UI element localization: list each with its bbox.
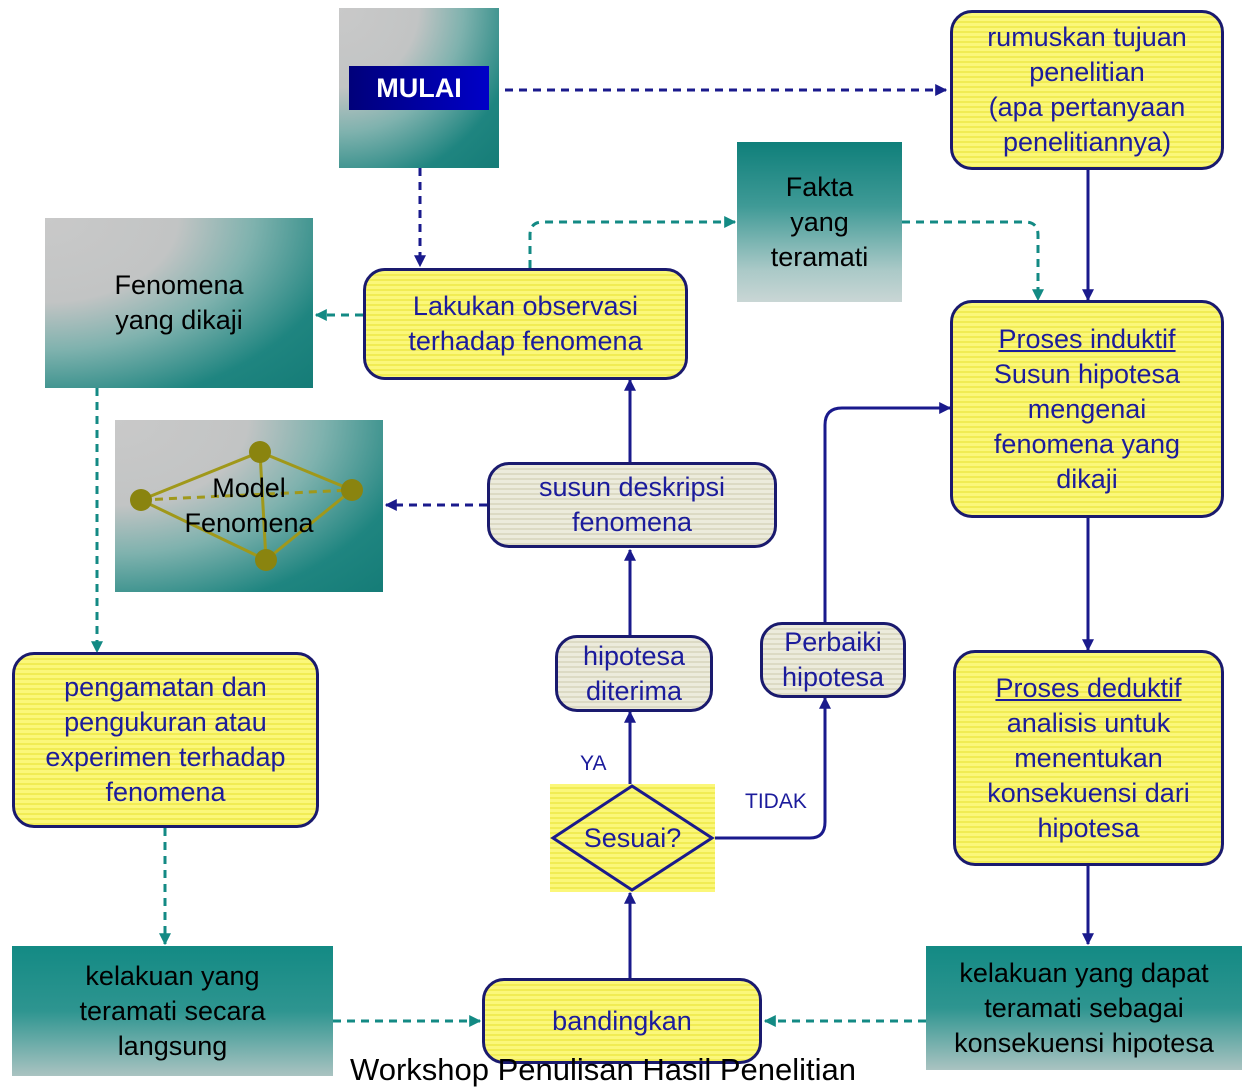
observed-text-line: langsung	[117, 1030, 228, 1061]
inductive-text-line: mengenai	[1027, 393, 1147, 424]
measure-text-line: pengamatan dan	[64, 672, 267, 702]
observe-box: Lakukan observasi terhadap fenomena	[363, 268, 688, 380]
revise-text-line: Perbaiki	[784, 627, 882, 657]
deductive-text-line: menentukan	[1014, 742, 1163, 773]
deductive-text-line: analisis untuk	[1006, 707, 1171, 738]
accepted-text-line: diterima	[585, 675, 683, 706]
measure-text-line: fenomena	[105, 777, 226, 807]
goal-text-line: penelitian	[1029, 57, 1145, 87]
measure-text-line: pengukuran atau	[64, 707, 267, 737]
fact-text-line: teramati	[770, 241, 869, 272]
inductive-title: Proses induktif	[998, 323, 1176, 354]
observed-text-line: teramati secara	[79, 995, 266, 1026]
model-text-line: Fenomena	[184, 508, 314, 538]
measure-box: pengamatan dan pengukuran atau experimen…	[12, 652, 319, 828]
describe-text-line: susun deskripsi	[538, 472, 726, 502]
phenomenon-text-line: yang dikaji	[115, 305, 243, 335]
arrow-observe-to-fact	[528, 216, 737, 268]
model-network-icon	[130, 441, 363, 571]
revise-box: Perbaiki hipotesa	[760, 622, 906, 698]
phenomenon-text-line: Fenomena	[114, 270, 244, 300]
start-label: MULAI	[349, 66, 489, 110]
arrow-decision-to-revise	[713, 696, 831, 840]
compare-box: bandingkan	[482, 978, 762, 1064]
no-label: TIDAK	[745, 790, 807, 813]
observe-text-line: Lakukan observasi	[412, 291, 639, 321]
goal-box: rumuskan tujuan penelitian (apa pertanya…	[950, 10, 1224, 170]
observed-text-line: kelakuan yang	[85, 960, 260, 991]
observed-box: kelakuan yang teramati secara langsung	[12, 946, 333, 1076]
measure-text-line: experimen terhadap	[45, 742, 286, 772]
revise-text-line: hipotesa	[781, 662, 885, 692]
compare-label: bandingkan	[552, 1005, 692, 1036]
describe-box: susun deskripsi fenomena	[487, 462, 777, 548]
accepted-box: hipotesa diterima	[555, 635, 713, 712]
goal-text-line: (apa pertanyaan	[988, 92, 1186, 122]
model-text-line: Model	[212, 473, 286, 503]
deductive-text-line: konsekuensi dari	[987, 777, 1190, 808]
arrow-revise-to-inductive	[823, 402, 952, 622]
describe-text-line: fenomena	[571, 507, 693, 537]
fact-box: Fakta yang teramati	[737, 142, 902, 302]
inductive-text-line: dikaji	[1056, 463, 1118, 494]
inductive-text-line: fenomena yang	[993, 428, 1181, 459]
start-block: MULAI	[339, 8, 499, 168]
fact-text-line: Fakta	[785, 171, 854, 202]
phenomenon-box: Fenomena yang dikaji	[45, 218, 313, 388]
decision-label: Sesuai?	[583, 823, 682, 853]
inductive-text-line: Susun hipotesa	[993, 358, 1181, 389]
deductive-title: Proses deduktif	[995, 672, 1182, 703]
deductive-text-line: hipotesa	[1037, 812, 1140, 843]
arrow-fact-to-inductive	[902, 220, 1044, 302]
goal-text-line: rumuskan tujuan	[987, 22, 1187, 52]
deductive-box: Proses deduktif analisis untuk menentuka…	[953, 650, 1224, 866]
accepted-text-line: hipotesa	[582, 640, 686, 671]
footer-title: Workshop Penulisan Hasil Penelitian	[350, 1052, 857, 1087]
inductive-box: Proses induktif Susun hipotesa mengenai …	[950, 300, 1224, 518]
goal-text-line: penelitiannya)	[1002, 127, 1172, 157]
yes-label: YA	[580, 752, 607, 775]
expected-text-line: teramati sebagai	[984, 992, 1184, 1023]
decision-block: Sesuai?	[550, 784, 715, 892]
observe-text-line: terhadap fenomena	[408, 326, 643, 356]
model-box: Model Fenomena	[115, 420, 383, 592]
expected-box: kelakuan yang dapat teramati sebagai kon…	[926, 946, 1242, 1070]
decision-diamond-shape	[550, 784, 715, 892]
expected-text-line: konsekuensi hipotesa	[954, 1027, 1214, 1058]
expected-text-line: kelakuan yang dapat	[959, 957, 1209, 988]
fact-text-line: yang	[790, 206, 849, 237]
